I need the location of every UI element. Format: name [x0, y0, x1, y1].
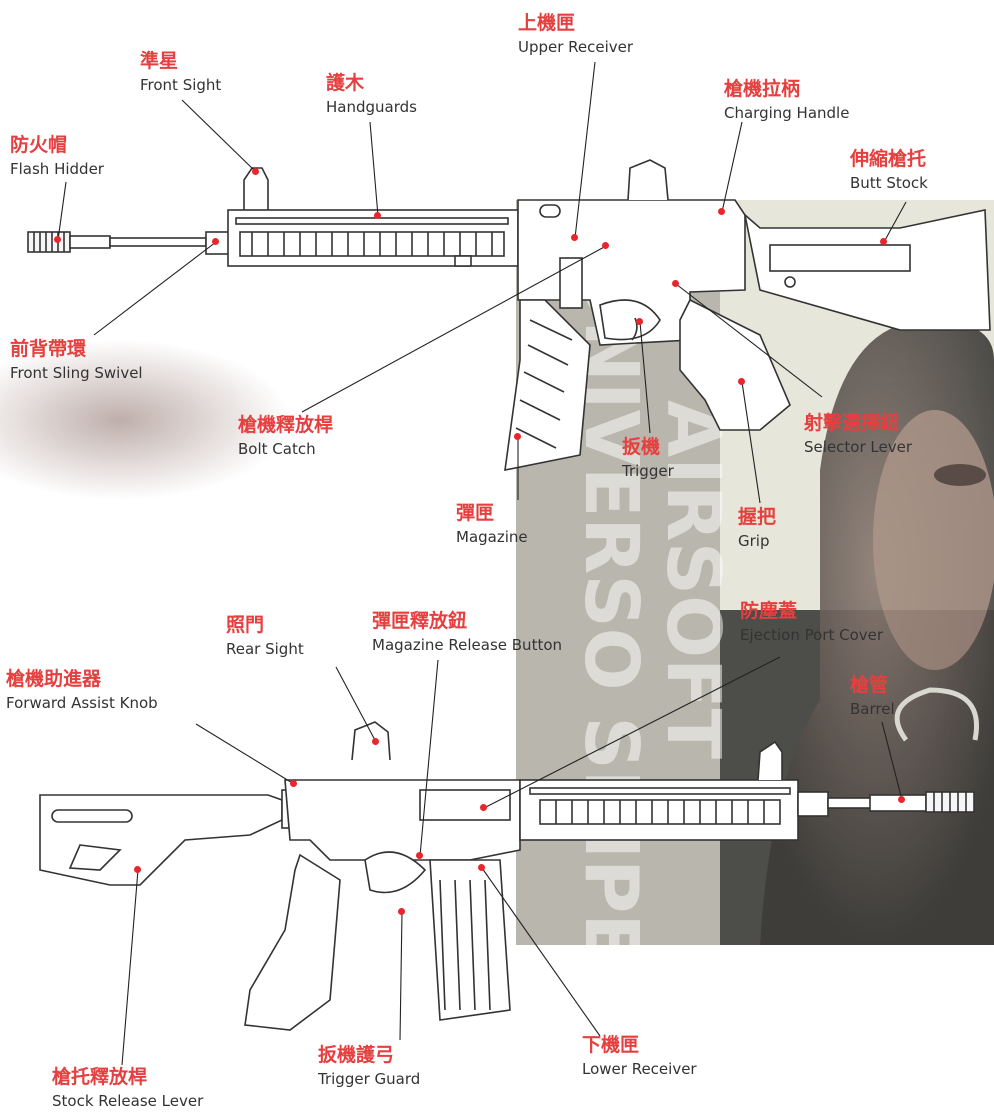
- label-forward-assist-knob-en: Forward Assist Knob: [6, 693, 158, 712]
- label-charging-handle: 槍機拉柄 Charging Handle: [724, 78, 849, 122]
- label-trigger-guard-en: Trigger Guard: [318, 1069, 421, 1088]
- label-trigger-en: Trigger: [622, 461, 674, 480]
- label-magazine-en: Magazine: [456, 527, 528, 546]
- label-front-sight-en: Front Sight: [140, 75, 222, 94]
- marker-dot: [416, 852, 423, 859]
- label-bolt-catch: 槍機釋放桿 Bolt Catch: [238, 414, 333, 458]
- label-upper-receiver-zh: 上機匣: [518, 12, 576, 34]
- label-stock-release-lever-en: Stock Release Lever: [52, 1091, 204, 1110]
- label-lower-receiver: 下機匣 Lower Receiver: [582, 1034, 697, 1078]
- marker-dot: [374, 212, 381, 219]
- marker-dot: [514, 433, 521, 440]
- marker-dot: [372, 738, 379, 745]
- label-magazine-release-button: 彈匣釋放鈕 Magazine Release Button: [372, 610, 562, 654]
- label-butt-stock-zh: 伸縮槍托: [850, 148, 927, 170]
- label-front-sling-swivel: 前背帶環 Front Sling Swivel: [10, 338, 143, 382]
- label-upper-receiver-en: Upper Receiver: [518, 37, 634, 56]
- leader-lines: [57, 61, 907, 1066]
- label-rear-sight: 照門 Rear Sight: [226, 614, 304, 658]
- marker-dot: [672, 280, 679, 287]
- background-person-photo: [760, 320, 994, 945]
- label-forward-assist-knob: 槍機助進器 Forward Assist Knob: [6, 668, 158, 712]
- background-smudge: [0, 340, 290, 500]
- label-magazine-release-button-en: Magazine Release Button: [372, 635, 563, 654]
- label-trigger-guard-zh: 扳機護弓: [318, 1044, 395, 1066]
- marker-dot: [898, 796, 905, 803]
- label-selector-lever-zh: 射擊選擇鈕: [804, 412, 900, 434]
- label-selector-lever: 射擊選擇鈕 Selector Lever: [804, 412, 912, 456]
- label-lower-receiver-en: Lower Receiver: [582, 1059, 697, 1078]
- label-ejection-port-cover: 防塵蓋 Ejection Port Cover: [740, 600, 883, 644]
- marker-dot: [398, 908, 405, 915]
- label-trigger: 扳機 Trigger: [622, 436, 674, 480]
- marker-dot: [602, 242, 609, 249]
- label-trigger-guard: 扳機護弓 Trigger Guard: [318, 1044, 420, 1088]
- marker-dot: [290, 780, 297, 787]
- label-flash-hidder-zh: 防火帽: [10, 134, 68, 156]
- marker-dot: [252, 168, 259, 175]
- label-grip: 握把 Grip: [738, 506, 776, 550]
- marker-dot: [880, 238, 887, 245]
- label-handguards-zh: 護木: [326, 72, 365, 94]
- marker-dot: [571, 234, 578, 241]
- label-lower-receiver-zh: 下機匣: [582, 1034, 640, 1056]
- label-grip-zh: 握把: [738, 506, 777, 528]
- label-handguards-en: Handguards: [326, 97, 417, 116]
- label-barrel-zh: 槍管: [850, 674, 889, 696]
- label-front-sight: 準星 Front Sight: [140, 50, 221, 94]
- marker-dot: [718, 208, 725, 215]
- label-magazine-release-button-zh: 彈匣釋放鈕: [372, 610, 468, 632]
- label-charging-handle-zh: 槍機拉柄: [724, 78, 801, 100]
- label-bolt-catch-zh: 槍機釋放桿: [238, 414, 334, 436]
- label-ejection-port-cover-en: Ejection Port Cover: [740, 625, 884, 644]
- marker-dot: [480, 804, 487, 811]
- label-front-sling-swivel-zh: 前背帶環: [10, 338, 87, 360]
- label-grip-en: Grip: [738, 531, 770, 550]
- watermark-line-2: AIRSOFT: [650, 400, 736, 760]
- label-forward-assist-knob-zh: 槍機助進器: [6, 668, 102, 690]
- label-barrel: 槍管 Barrel: [850, 674, 895, 718]
- label-stock-release-lever-zh: 槍托釋放桿: [52, 1066, 148, 1088]
- label-selector-lever-en: Selector Lever: [804, 437, 912, 456]
- marker-dot: [636, 318, 643, 325]
- label-handguards: 護木 Handguards: [326, 72, 417, 116]
- label-butt-stock-en: Butt Stock: [850, 173, 928, 192]
- marker-dot: [738, 378, 745, 385]
- label-charging-handle-en: Charging Handle: [724, 103, 850, 122]
- label-flash-hidder-en: Flash Hidder: [10, 159, 104, 178]
- marker-dot: [54, 236, 61, 243]
- label-upper-receiver: 上機匣 Upper Receiver: [518, 12, 633, 56]
- label-barrel-en: Barrel: [850, 699, 895, 718]
- label-magazine: 彈匣 Magazine: [456, 502, 528, 546]
- label-front-sling-swivel-en: Front Sling Swivel: [10, 363, 143, 382]
- label-front-sight-zh: 準星: [140, 50, 179, 72]
- label-flash-hidder: 防火帽 Flash Hidder: [10, 134, 104, 178]
- marker-dot: [134, 866, 141, 873]
- label-bolt-catch-en: Bolt Catch: [238, 439, 316, 458]
- label-rear-sight-zh: 照門: [226, 614, 265, 636]
- marker-dot: [478, 864, 485, 871]
- label-trigger-zh: 扳機: [622, 436, 661, 458]
- bottom-rifle-drawing: [39, 721, 975, 1031]
- label-rear-sight-en: Rear Sight: [226, 639, 304, 658]
- marker-dot: [212, 238, 219, 245]
- label-stock-release-lever: 槍托釋放桿 Stock Release Lever: [52, 1066, 203, 1110]
- label-butt-stock: 伸縮槍托 Butt Stock: [850, 148, 928, 192]
- label-ejection-port-cover-zh: 防塵蓋: [740, 600, 798, 622]
- label-magazine-zh: 彈匣: [456, 502, 495, 524]
